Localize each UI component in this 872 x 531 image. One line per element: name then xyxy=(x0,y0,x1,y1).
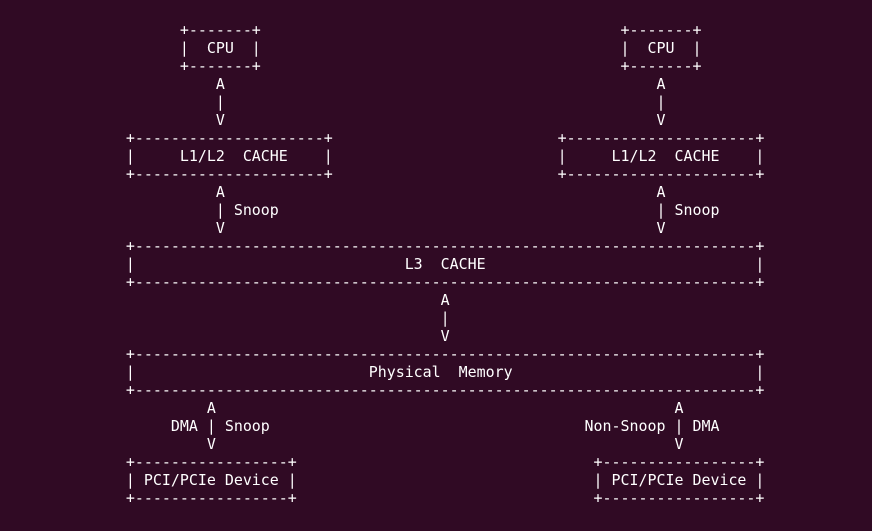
term-line-pci-box-top: +-----------------+ +-----------------+ xyxy=(0,453,765,471)
term-line-memory-label: | Physical Memory | xyxy=(0,363,765,381)
term-line-arrow-shaft: | | xyxy=(0,93,666,111)
term-line xyxy=(0,507,872,525)
term-line-arrow-down: V V xyxy=(0,219,666,237)
term-line-l3-label: | L3 CACHE | xyxy=(0,255,765,273)
term-line-cpu-box-bottom: +-------+ +-------+ xyxy=(0,57,702,75)
term-line-arrow-down: V V xyxy=(0,435,684,453)
term-line-memory-box-top: +---------------------------------------… xyxy=(0,345,765,363)
term-line-arrow-shaft: | xyxy=(0,309,450,327)
term-line-arrow-down: V xyxy=(0,327,450,345)
term-line-l1l2-label: | L1/L2 CACHE | | L1/L2 CACHE | xyxy=(0,147,765,165)
term-line-l3-box-top: +---------------------------------------… xyxy=(0,237,765,255)
term-line-l1l2-box-bottom: +---------------------+ +---------------… xyxy=(0,165,765,183)
term-line-arrow-up: A xyxy=(0,291,450,309)
term-line-dma-labels: DMA | Snoop Non-Snoop | DMA xyxy=(0,417,720,435)
term-line xyxy=(0,3,872,21)
term-line-pci-label: | PCI/PCIe Device | | PCI/PCIe Device | xyxy=(0,471,765,489)
term-line-snoop-label: | Snoop | Snoop xyxy=(0,201,720,219)
term-line-cpu-box-top: +-------+ +-------+ xyxy=(0,21,702,39)
term-line-l3-box-bottom: +---------------------------------------… xyxy=(0,273,765,291)
term-line-arrow-up: A A xyxy=(0,75,666,93)
term-line-arrow-up: A A xyxy=(0,399,684,417)
term-line-arrow-down: V V xyxy=(0,111,666,129)
ascii-cache-coherency-diagram: +-------+ +-------+ | CPU | | CPU | +---… xyxy=(0,3,872,525)
term-line-cpu-label: | CPU | | CPU | xyxy=(0,39,702,57)
term-line-memory-box-bottom: +---------------------------------------… xyxy=(0,381,765,399)
term-line-arrow-up: A A xyxy=(0,183,666,201)
term-line-l1l2-box-top: +---------------------+ +---------------… xyxy=(0,129,765,147)
term-line-pci-box-bottom: +-----------------+ +-----------------+ xyxy=(0,489,765,507)
